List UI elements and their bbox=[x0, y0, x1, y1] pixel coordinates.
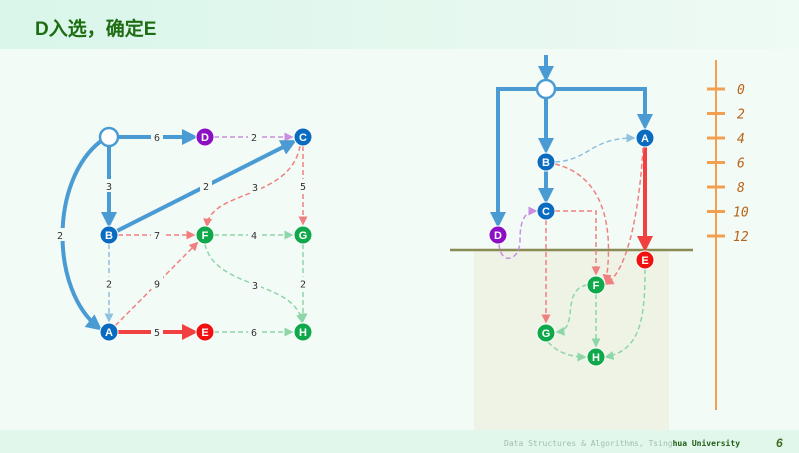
tree-node-C bbox=[536, 201, 556, 221]
left-node-label-H: H bbox=[299, 327, 307, 339]
tree-node-D bbox=[488, 225, 508, 245]
tree-node-label-C: C bbox=[542, 206, 550, 218]
footer-course-suffix: hua University bbox=[672, 439, 741, 448]
graph-left: 6 2 3 2 2 3 5 7 4 2 9 3 2 5 6 S D C B F G A E H bbox=[54, 126, 313, 342]
weight-label-bg bbox=[297, 179, 309, 192]
tree-node-label-S: S bbox=[542, 84, 549, 96]
weight-C-G: 5 bbox=[300, 182, 306, 193]
weight-label-bg bbox=[103, 179, 115, 192]
tree-node-H bbox=[586, 347, 606, 367]
scale-tick-label: 4 bbox=[737, 132, 745, 147]
tree-edge-B-A bbox=[554, 133, 636, 163]
tree-node-label-D: D bbox=[494, 230, 502, 242]
tree-edge-G-H bbox=[547, 341, 587, 362]
scale-tick-label: 6 bbox=[737, 157, 745, 172]
weight-label-bg bbox=[151, 325, 163, 338]
slide-title: D入选，确定E bbox=[35, 19, 157, 40]
tree-node-label-A: A bbox=[641, 133, 649, 145]
weight-S-A: 2 bbox=[57, 231, 63, 242]
weight-label-bg bbox=[151, 276, 163, 290]
left-node-B bbox=[99, 225, 119, 245]
left-node-D bbox=[195, 127, 215, 147]
tree-node-G bbox=[536, 323, 556, 343]
tree-node-label-F: F bbox=[593, 280, 600, 292]
tree-edge-S-A bbox=[555, 87, 653, 130]
left-node-C bbox=[293, 127, 313, 147]
scale-tick-label: 2 bbox=[737, 108, 745, 123]
distance-scale: 0 2 4 6 8 10 12 bbox=[707, 60, 749, 410]
tree-node-E bbox=[635, 250, 655, 270]
tree-edge-C-F bbox=[555, 210, 601, 276]
tree-node-label-H: H bbox=[592, 352, 600, 364]
tree-edge-E-H bbox=[604, 268, 646, 360]
left-node-label-G: G bbox=[299, 230, 308, 242]
weight-label-bg bbox=[54, 228, 66, 241]
unvisited-region bbox=[474, 250, 669, 453]
footer-course-prefix: Data Structures & Algorithms, Tsing bbox=[504, 439, 673, 448]
left-node-S bbox=[98, 126, 120, 148]
shortest-path-tree: S D C B F G A E H bbox=[450, 55, 693, 367]
left-node-label-C: C bbox=[299, 132, 307, 144]
left-node-label-B: B bbox=[105, 230, 113, 242]
weight-label-bg bbox=[151, 228, 163, 241]
weight-B-A: 2 bbox=[106, 280, 112, 291]
tree-edge-A-F bbox=[604, 147, 644, 285]
weight-S-B: 3 bbox=[106, 182, 112, 193]
weight-A-E: 5 bbox=[154, 328, 160, 339]
tree-node-A bbox=[635, 128, 655, 148]
left-node-G bbox=[293, 225, 313, 245]
footer-course: Data Structures & Algorithms, Tsinghua U… bbox=[504, 439, 740, 448]
tree-node-B bbox=[536, 152, 556, 172]
footer-bar bbox=[0, 430, 799, 453]
weight-label-bg bbox=[248, 130, 260, 143]
weight-D-C: 2 bbox=[251, 133, 257, 144]
weight-label-bg bbox=[103, 276, 115, 290]
left-node-label-A: A bbox=[105, 327, 113, 339]
left-node-E bbox=[195, 322, 215, 342]
scale-tick-label: 12 bbox=[733, 230, 749, 245]
weight-A-F: 9 bbox=[154, 280, 160, 291]
left-node-F bbox=[195, 225, 215, 245]
tree-edge-B-F bbox=[554, 163, 612, 284]
weight-label-bg bbox=[249, 180, 261, 193]
header-bar bbox=[0, 0, 799, 49]
weight-label-bg bbox=[297, 276, 309, 290]
edge-S-A bbox=[60, 139, 103, 331]
left-node-label-S: S bbox=[105, 132, 112, 144]
weight-G-H: 2 bbox=[300, 280, 306, 291]
tree-edge-S-D bbox=[490, 87, 537, 228]
weight-F-G: 4 bbox=[251, 231, 257, 242]
scale-tick-label: 10 bbox=[733, 206, 749, 221]
tree-edge-D-C bbox=[498, 206, 538, 259]
scale-tick-label: 8 bbox=[737, 181, 745, 196]
tree-node-label-G: G bbox=[542, 328, 551, 340]
tree-node-S bbox=[535, 78, 557, 100]
left-node-label-E: E bbox=[201, 327, 208, 339]
weight-S-D: 6 bbox=[154, 133, 160, 144]
edge-C-F bbox=[203, 145, 301, 228]
scale-tick-label: 0 bbox=[737, 83, 745, 98]
left-node-A bbox=[99, 322, 119, 342]
weight-label-bg bbox=[248, 325, 260, 338]
weight-label-bg bbox=[200, 179, 212, 192]
weight-label-bg bbox=[249, 278, 261, 291]
tree-node-F bbox=[586, 275, 606, 295]
weight-B-C: 2 bbox=[203, 182, 209, 193]
left-node-H bbox=[293, 322, 313, 342]
weight-B-F: 7 bbox=[154, 231, 160, 242]
weight-C-F: 3 bbox=[252, 183, 258, 194]
weight-F-H: 3 bbox=[252, 281, 258, 292]
weight-label-bg bbox=[151, 130, 163, 143]
tree-node-label-E: E bbox=[641, 255, 648, 267]
tree-node-label-B: B bbox=[542, 157, 550, 169]
tree-edge-F-G bbox=[555, 284, 588, 336]
weight-label-bg bbox=[248, 228, 260, 241]
left-node-label-F: F bbox=[202, 230, 209, 242]
left-node-label-D: D bbox=[201, 132, 209, 144]
page-number: 6 bbox=[776, 436, 783, 450]
weight-E-H: 6 bbox=[251, 328, 257, 339]
